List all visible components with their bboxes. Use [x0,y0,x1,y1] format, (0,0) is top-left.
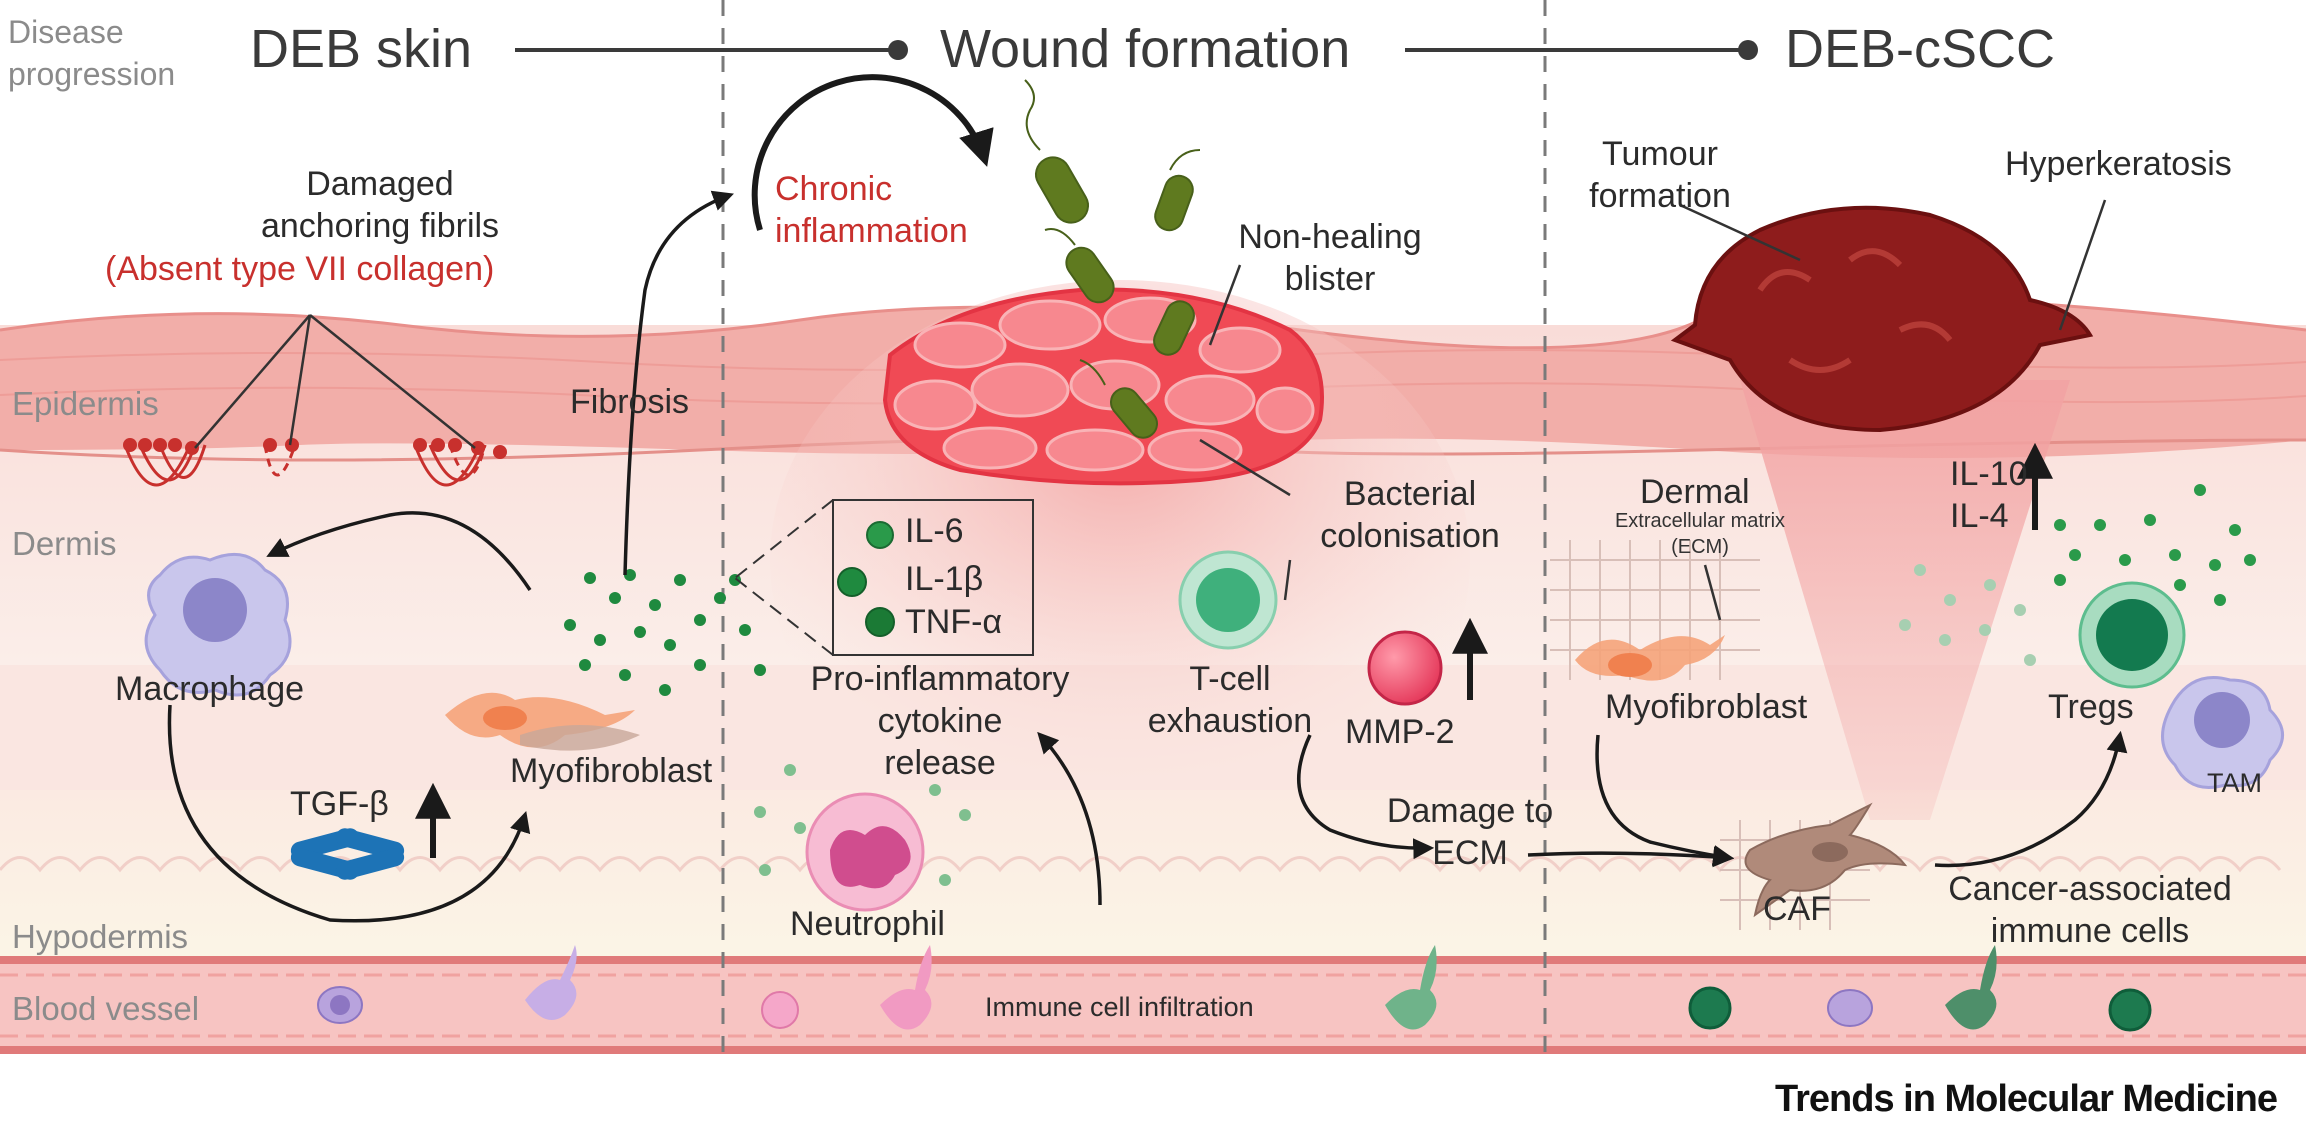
damaged-fibrils-label-2: anchoring fibrils [260,207,500,245]
damaged-fibrils-label-1: Damaged [306,165,454,203]
cytokine-il1b: IL-1β [905,560,984,598]
disease-progression-label-1: Disease [8,14,124,50]
layer-label-hypodermis: Hypodermis [12,918,189,955]
cytokine-dots [564,569,766,696]
chronic-inflammation-cycle-arrow [751,74,994,231]
myofibroblast-to-caf-arrow [1595,734,1735,866]
macrophage-label: Macrophage [115,670,305,708]
myofibroblast-label-1: Myofibroblast [510,752,713,790]
pro-inflammatory-label-2: cytokine [877,702,1003,740]
anchoring-fibrils [123,444,487,487]
cancer-immune-label-2: immune cells [1990,912,2190,950]
journal-name: Trends in Molecular Medicine [1775,1078,2278,1120]
stage-title-deb-cscc: DEB-cSCC [1785,19,2056,79]
il-10-label: IL-10 [1950,455,2028,493]
neutrophil-to-cytokine-arrow [1037,731,1102,906]
macrophage-to-myofibroblast-arrow [167,704,531,923]
tgf-beta-label: TGF-β [290,785,389,823]
treg-cell [2078,581,2186,689]
tam-label: TAM [2207,768,2262,798]
pro-inflammatory-label-1: Pro-inflammatory [810,660,1070,698]
hyperkeratosis-label: Hyperkeratosis [2005,145,2232,183]
non-healing-label-2: blister [1284,260,1376,298]
tumour-label-1: Tumour [1602,135,1718,173]
mmp-to-ecm-arrow [1297,734,1435,860]
disease-progression-label-2: progression [8,56,176,92]
non-healing-label-1: Non-healing [1238,218,1422,256]
pro-inflammatory-label-3: release [884,744,996,782]
ecm-label-2: (ECM) [1671,536,1729,558]
il-4-label: IL-4 [1950,497,2009,535]
myofibroblast-label-2: Myofibroblast [1605,688,1808,726]
tcell-label-1: T-cell [1189,660,1271,698]
fibrosis-arrow [623,190,734,576]
cytokine-tnfa: TNF-α [905,603,1003,641]
chronic-label-2: inflammation [775,212,968,250]
cancer-immune-label-1: Cancer-associated [1948,870,2232,908]
dermal-label: Dermal [1640,473,1750,511]
fibrosis-label: Fibrosis [570,383,690,421]
macrophage-cell [144,552,292,697]
vessel-cells [317,945,2152,1032]
layer-label-dermis: Dermis [12,525,117,562]
ecm-label-1: Extracellular matrix [1614,510,1786,532]
immune-infiltration-label: Immune cell infiltration [985,992,1254,1022]
caf-cell [1744,802,1908,918]
tcell-label-2: exhaustion [1147,702,1313,740]
bacterial-label-2: colonisation [1320,517,1500,555]
stage-title-wound-formation: Wound formation [940,19,1351,79]
mmp-2-label: MMP-2 [1345,713,1455,751]
caf-label: CAF [1763,890,1831,928]
myofibroblast-cell-2 [1575,635,1725,681]
caf-to-tregs-arrow [1934,730,2128,868]
neutrophil [805,792,925,912]
tumour-invasion [1740,380,2070,820]
mmp-2-sphere [1367,630,1443,706]
layer-label-blood-vessel: Blood vessel [12,990,200,1027]
chronic-label-1: Chronic [775,170,893,208]
tregs-label: Tregs [2048,688,2134,726]
bacteria [1035,156,1195,439]
cytokine-il6: IL-6 [905,512,964,550]
macrophage-arrow [266,511,532,591]
tumour [1670,205,2094,433]
layer-label-epidermis: Epidermis [12,385,159,422]
tgf-beta-molecule [290,828,405,880]
bacterial-label-1: Bacterial [1343,475,1477,513]
stage-title-deb-skin: DEB skin [250,19,473,79]
tam-cell [2161,676,2284,789]
cytokine-box [832,499,1034,656]
tumour-label-2: formation [1589,177,1731,215]
damage-ecm-label-1: Damage to [1386,792,1554,830]
ecm-to-caf-arrow [1527,846,1735,868]
t-cell [1178,550,1278,650]
neutrophil-label: Neutrophil [790,905,945,943]
damage-ecm-label-2: ECM [1432,834,1508,872]
myofibroblast-cell-1 [445,692,640,751]
absent-collagen-label: (Absent type VII collagen) [105,250,495,288]
